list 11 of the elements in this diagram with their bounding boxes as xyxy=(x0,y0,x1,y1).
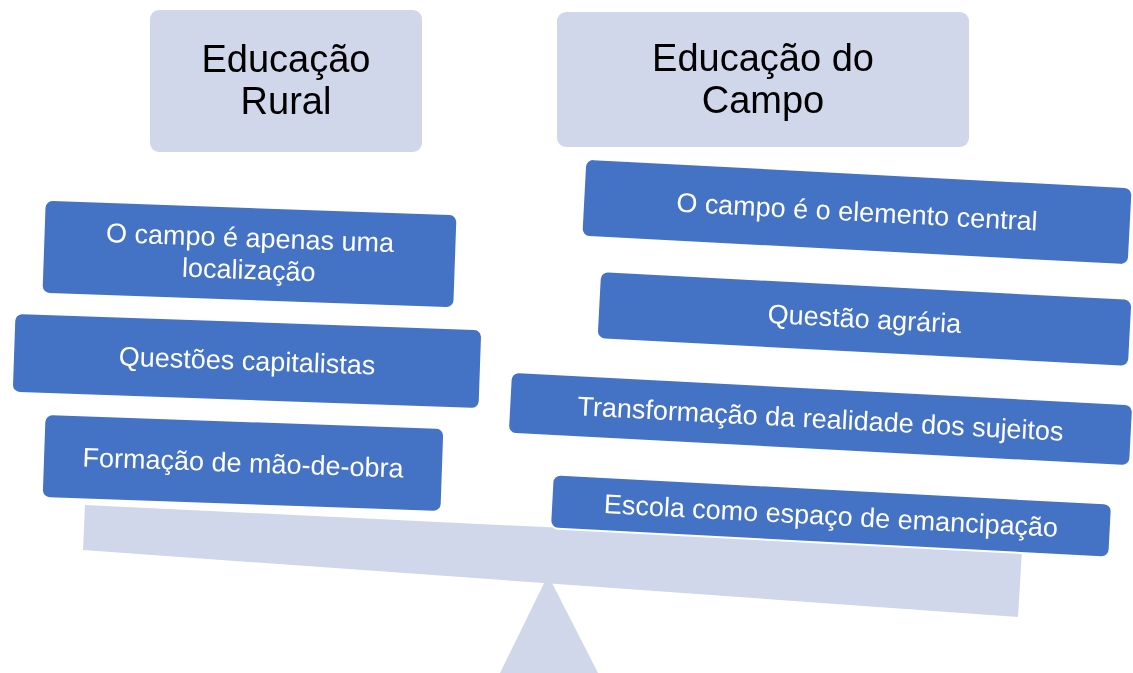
box-text: Escola como espaço de emancipação xyxy=(603,487,1059,545)
box-text: Educação do Campo xyxy=(651,37,875,122)
box-text: O campo é o elemento central xyxy=(675,186,1039,238)
box-text: Educação Rural xyxy=(200,39,372,123)
box-text: Questão agrária xyxy=(766,297,963,341)
box-text: Transformação da realidade dos sujeitos xyxy=(576,390,1065,448)
box-text: O campo é apenas uma localização xyxy=(104,216,396,290)
box-text: Questões capitalistas xyxy=(118,340,376,382)
heading-box xyxy=(150,10,422,152)
box-text: Formação de mão-de-obra xyxy=(81,441,405,485)
heading-box xyxy=(557,12,969,147)
